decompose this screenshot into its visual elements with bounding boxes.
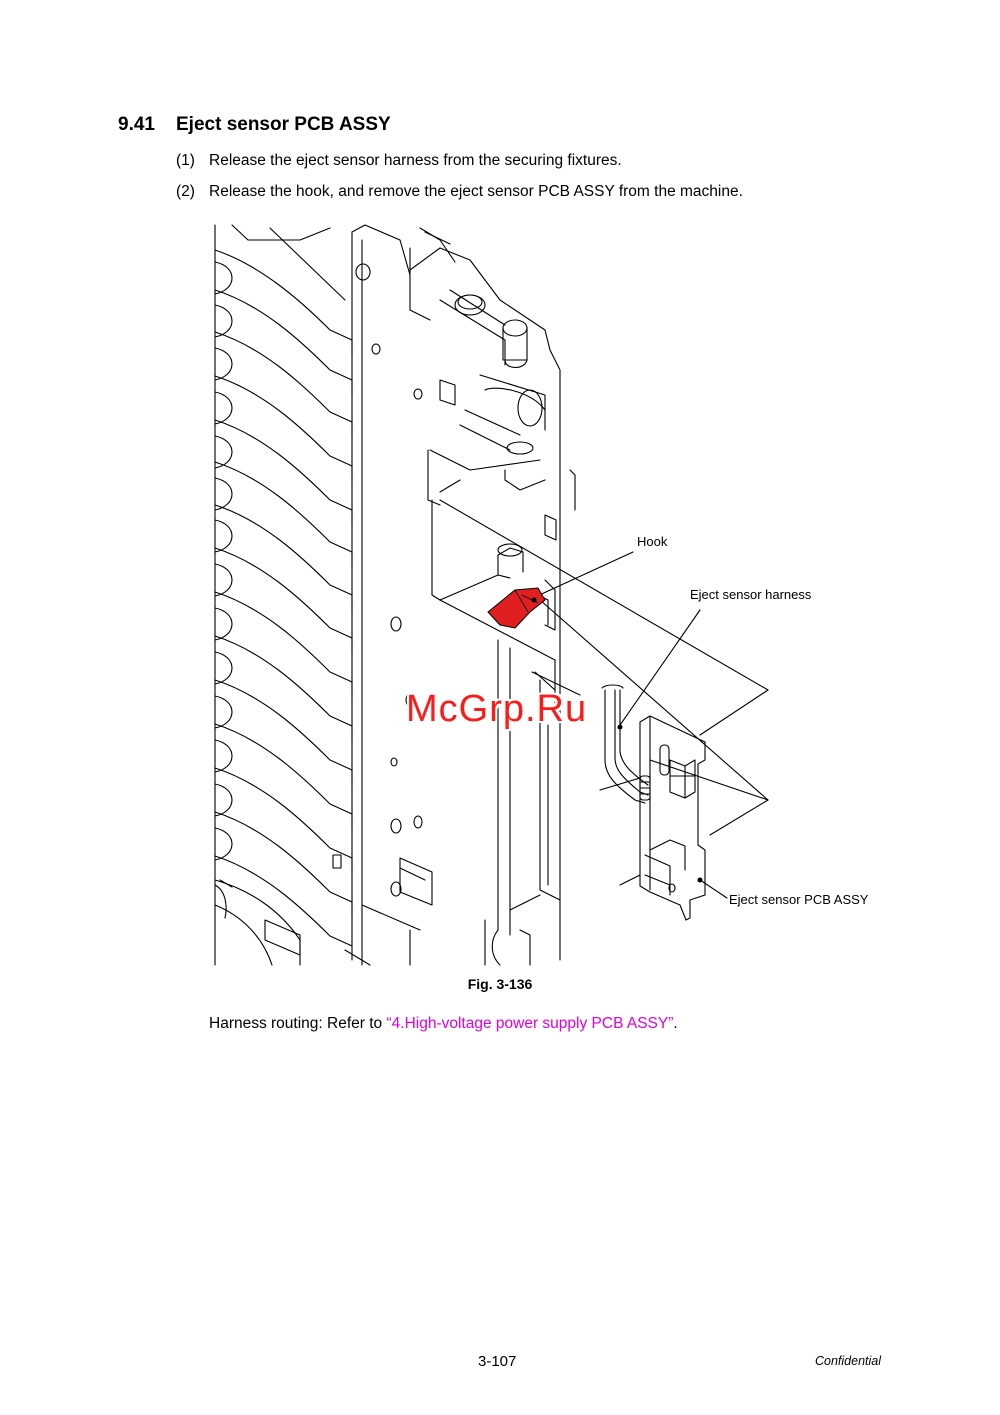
sensor-chute [431, 499, 581, 966]
step-number: (1) [176, 152, 195, 169]
routing-suffix: . [673, 1015, 678, 1032]
section-number: 9.41 [118, 114, 155, 135]
pcb-label: Eject sensor PCB ASSY [729, 892, 869, 907]
step-text: Release the eject sensor harness from th… [209, 152, 622, 169]
callout-lines [534, 551, 728, 899]
watermark: McGrp.Ru [406, 688, 588, 730]
exploded-view-lines [439, 499, 769, 836]
step-1: (1) Release the eject sensor harness from… [176, 152, 622, 170]
eject-sensor-pcb [639, 715, 706, 921]
step-2: (2) Release the hook, and remove the ejec… [176, 183, 743, 201]
lower-frame [214, 879, 421, 966]
step-number: (2) [176, 183, 195, 200]
eject-sensor-harness [601, 684, 651, 804]
hook-label: Hook [637, 534, 668, 549]
frame-plate [332, 224, 433, 966]
routing-prefix: Harness routing: Refer to [209, 1015, 387, 1032]
hook-highlight [487, 587, 703, 883]
harness-routing-note: Harness routing: Refer to “4.High-voltag… [209, 1015, 678, 1033]
harness-label: Eject sensor harness [690, 587, 812, 602]
section-title: Eject sensor PCB ASSY [176, 114, 391, 135]
paper-guide-ribs [214, 224, 353, 966]
eject-sensor-illustration: Hook Eject sensor harness Eject sensor P… [214, 224, 869, 966]
figure-caption: Fig. 3-136 [467, 976, 533, 992]
routing-link[interactable]: “4.High-voltage power supply PCB ASSY” [386, 1015, 674, 1032]
confidential-label: Confidential [815, 1354, 882, 1368]
section-heading: 9.41 Eject sensor PCB ASSY [118, 114, 391, 136]
hook-shape [487, 587, 546, 629]
upper-housing [409, 227, 576, 961]
step-text: Release the hook, and remove the eject s… [209, 183, 743, 200]
page-number: 3-107 [478, 1353, 517, 1370]
